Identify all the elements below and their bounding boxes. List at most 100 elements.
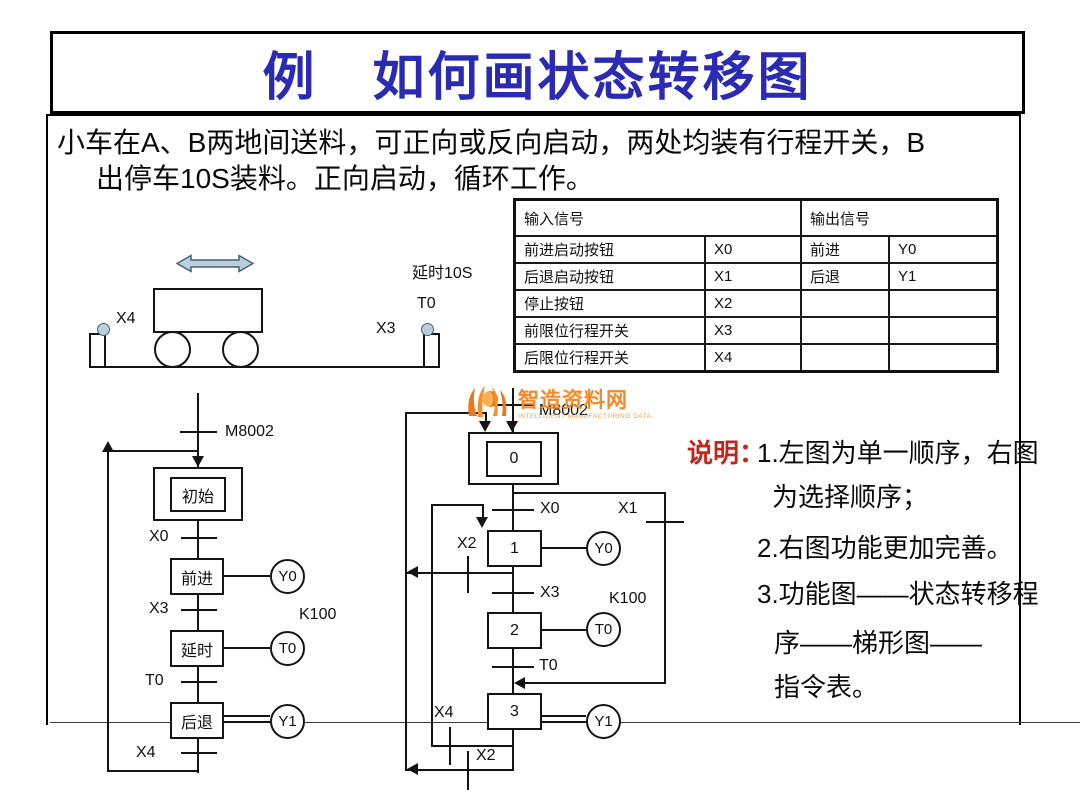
output-code-cell: [888, 343, 999, 373]
table-row: 停止按钮 X2: [513, 289, 999, 318]
initial-state-label: 0: [509, 450, 519, 467]
ground-line: [89, 366, 440, 368]
action-connector: [224, 715, 270, 717]
transition-label-x3: X3: [149, 600, 169, 617]
action-connector: [224, 721, 270, 723]
watermark: 智造资料网 INTELLIGENT MANUFACTURING DATA: [462, 384, 651, 424]
output-code-cell: Y1: [888, 262, 999, 291]
output-label: Y0: [278, 568, 297, 585]
transition-label-m8002: M8002: [225, 423, 274, 440]
table-row: 后退启动按钮 X1 后退 Y1: [513, 262, 999, 291]
transition-bar-x0: [492, 509, 534, 511]
input-code-cell: X0: [704, 235, 802, 264]
transition-label-x2-bottom: X2: [476, 747, 496, 764]
loop-arrow-up-icon: [102, 441, 114, 452]
initial-state-box: 0: [486, 441, 542, 477]
action-connector: [541, 547, 586, 549]
transition-bar-x4: [449, 727, 451, 765]
right-main-flow-line: [512, 388, 514, 771]
merge-line: [520, 682, 665, 684]
action-connector: [224, 647, 270, 649]
input-name-cell: 后退启动按钮: [513, 262, 706, 291]
title-box: 例 如何画状态转移图: [50, 31, 1025, 114]
output-label: Y0: [594, 540, 613, 557]
transition-bar-x0: [181, 537, 217, 539]
state-label: 前进: [180, 570, 213, 588]
notes-heading: 说明：: [687, 438, 766, 468]
initial-state-label: 初始: [181, 488, 214, 506]
return-branch-x2: [405, 769, 514, 771]
input-code-cell: X4: [704, 343, 802, 373]
transition-bar-x4: [181, 752, 217, 754]
output-code-cell: [888, 316, 999, 345]
output-circle-y0: Y0: [586, 531, 621, 566]
table-header-row: 输入信号 输出信号: [513, 198, 999, 237]
transition-bar-t0: [181, 681, 217, 683]
note-line: 指令表。: [774, 672, 879, 702]
transition-label-x4: X4: [136, 744, 156, 761]
output-label: T0: [594, 621, 613, 638]
cart-wheel: [222, 331, 259, 368]
left-limit-knob-icon: [97, 323, 110, 336]
output-label: Y1: [594, 713, 613, 730]
page-title: 例 如何画状态转移图: [262, 50, 813, 107]
transition-label-x1: X1: [618, 500, 638, 517]
transition-label-x4: X4: [434, 704, 454, 721]
action-connector: [541, 629, 586, 631]
state-box-forward: 前进: [170, 558, 224, 595]
jump-arrow-left-icon: [407, 763, 418, 775]
inner-return-line: [431, 504, 433, 747]
note-line: 序——梯形图——: [774, 628, 983, 658]
transition-bar-x2-mid: [467, 556, 469, 593]
output-circle-t0: T0: [270, 631, 305, 666]
state-label: 1: [510, 539, 519, 557]
cart-x4-label: X4: [116, 310, 136, 327]
table-row: 后限位行程开关 X4: [513, 343, 999, 373]
transition-bar-x1: [646, 521, 684, 523]
output-label: Y1: [278, 713, 297, 730]
loop-line: [107, 770, 199, 772]
cart-body: [153, 288, 263, 333]
transition-bar-m8002: [492, 404, 534, 406]
cart-wheel: [154, 331, 191, 368]
action-connector: [541, 721, 586, 723]
output-code-cell: [888, 289, 999, 318]
loop-line: [107, 451, 109, 772]
state-box-1: 1: [487, 530, 542, 567]
transition-label-x2-mid: X2: [457, 535, 477, 552]
inner-return-line: [431, 504, 483, 506]
input-name-cell: 后限位行程开关: [513, 343, 706, 373]
transition-bar-x2-bottom: [467, 751, 469, 790]
output-code-cell: Y0: [888, 235, 999, 264]
state-label: 2: [510, 621, 519, 639]
watermark-logo-icon: [468, 386, 507, 417]
note-line: 为选择顺序；: [772, 482, 929, 512]
state-box-backward: 后退: [170, 702, 224, 739]
cart-delay-label: 延时10S: [412, 265, 473, 282]
return-branch-x4: [431, 745, 514, 747]
note-line: 3.功能图——状态转移程: [757, 579, 1039, 609]
state-label: 延时: [180, 642, 213, 660]
state-box-3: 3: [487, 693, 542, 730]
double-arrow-icon: [176, 254, 254, 273]
outer-return-line: [405, 412, 407, 771]
entry-line: [485, 412, 487, 422]
state-box-delay: 延时: [170, 630, 224, 667]
output-name-cell: 前进: [800, 235, 890, 264]
description-line-2: 出停车10S装料。正向启动，循环工作。: [96, 163, 594, 194]
transition-bar-t0: [492, 666, 534, 668]
transition-label-x3: X3: [540, 584, 560, 601]
right-limit-knob-icon: [421, 323, 434, 336]
timer-value-label: K100: [609, 590, 647, 607]
output-name-cell: [800, 343, 890, 373]
jump-arrow-left-icon: [407, 566, 418, 578]
transition-label-t0: T0: [539, 657, 558, 674]
signal-table: 输入信号 输出信号 前进启动按钮 X0 前进 Y0 后退启动按钮 X1 后退 Y…: [513, 198, 999, 373]
output-circle-y1: Y1: [586, 704, 621, 739]
output-circle-t0: T0: [586, 612, 621, 647]
input-name-cell: 前进启动按钮: [513, 235, 706, 264]
transition-bar-m8002: [180, 431, 217, 433]
transition-bar-x3: [492, 592, 534, 594]
state-box-2: 2: [487, 612, 542, 649]
